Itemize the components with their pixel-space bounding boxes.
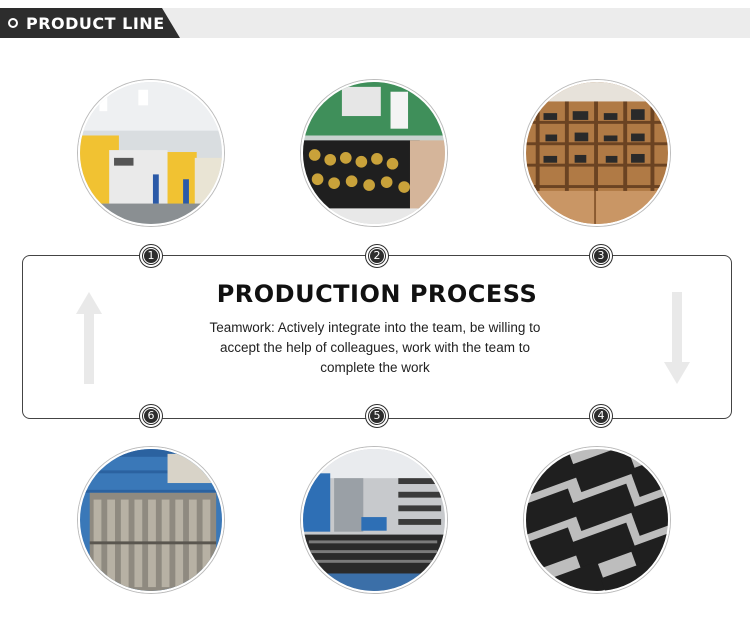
step-number: 6: [143, 408, 159, 424]
step-badge-5: 5: [366, 405, 388, 427]
process-description: Teamwork: Actively integrate into the te…: [209, 320, 541, 375]
photo-step-1-injection-molding: [78, 80, 224, 226]
step-badge-2: 2: [366, 245, 388, 267]
photo-step-6-packing: [78, 447, 224, 593]
step-badge-6: 6: [140, 405, 162, 427]
step-number: 4: [593, 408, 609, 424]
photo-step-5-warehouse: [301, 447, 447, 593]
photo-step-2-assembly: [301, 80, 447, 226]
section-header: PRODUCT LINE: [0, 8, 750, 38]
step-number: 1: [143, 248, 159, 264]
process-title: PRODUCTION PROCESS: [216, 280, 538, 308]
header-stripe: [150, 8, 750, 38]
header-tab: PRODUCT LINE: [0, 8, 180, 38]
photo-step-4-foam-trays: [524, 447, 670, 593]
photo-step-3-showroom: [524, 80, 670, 226]
step-number: 5: [369, 408, 385, 424]
step-badge-4: 4: [590, 405, 612, 427]
section-title: PRODUCT LINE: [26, 14, 165, 33]
circle-bullet-icon: [8, 18, 18, 28]
arrow-up-icon: [76, 292, 102, 384]
step-number: 2: [369, 248, 385, 264]
step-number: 3: [593, 248, 609, 264]
step-badge-1: 1: [140, 245, 162, 267]
step-badge-3: 3: [590, 245, 612, 267]
arrow-down-icon: [664, 292, 690, 384]
production-process-panel: [22, 255, 732, 419]
